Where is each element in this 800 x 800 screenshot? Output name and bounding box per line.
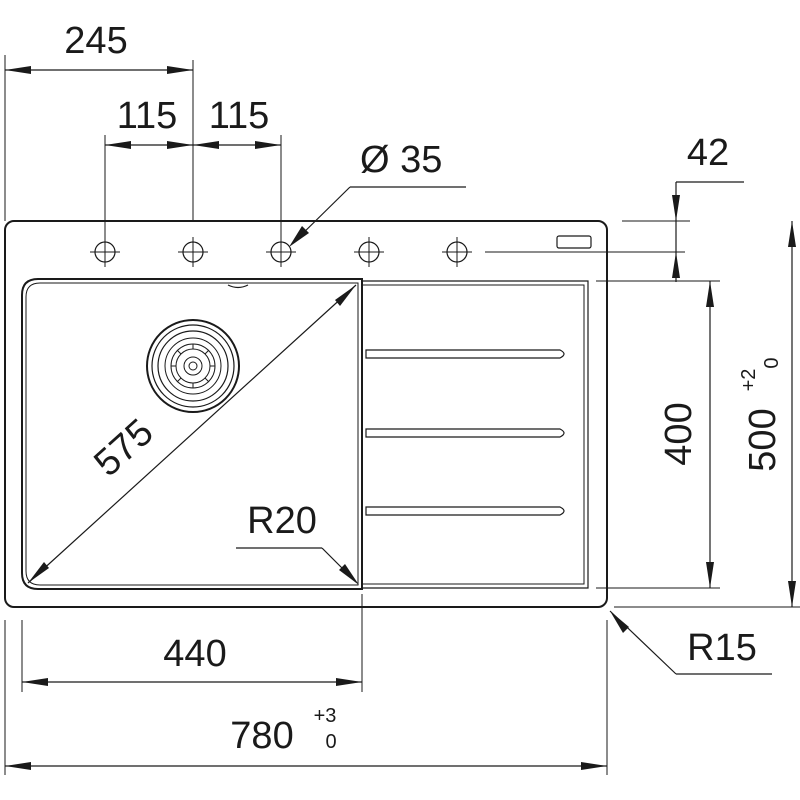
dimension-440: 440 [21,594,363,692]
tap-hole-1 [90,237,120,267]
sink-outline [4,220,608,608]
dimension-575-label: 575 [86,411,161,485]
dimension-r15-label: R15 [687,627,757,669]
tap-hole-4 [354,237,384,267]
drain-strainer [146,319,240,413]
dimension-780: 780 +3 0 [4,620,608,775]
dimension-42: 42 [485,132,744,282]
dimension-780-label: 780 [230,715,293,757]
dimension-500: 500 +2 0 [614,221,800,608]
dimension-hole-diameter-label: Ø 35 [360,139,442,181]
tap-hole-3 [266,237,296,267]
dimension-400-label: 400 [658,402,700,465]
dimension-500-tol-lower: 0 [761,357,783,368]
tap-hole-5 [442,237,472,267]
dimension-115-right-label: 115 [209,95,270,137]
bowl [21,278,363,590]
dimension-42-label: 42 [687,132,729,174]
dimension-440-label: 440 [163,633,226,675]
dimension-780-tol-upper: +3 [314,705,337,727]
dimension-500-tol-upper: +2 [738,369,760,392]
drainer-area [361,280,589,589]
drainer-groove-2 [361,424,565,442]
pop-up-button [556,235,592,249]
dimension-245: 245 [4,20,194,221]
dimension-115-pair: 115 115 [104,95,282,237]
dimension-400: 400 [596,280,720,589]
drainer-groove-1 [361,345,565,363]
dimension-r20: R20 [236,500,359,585]
drainer-groove-3 [361,502,565,520]
dimension-780-tol-lower: 0 [325,731,336,753]
dimension-hole-diameter: Ø 35 [289,139,466,247]
dimension-115-left-label: 115 [117,95,178,137]
tap-hole-2 [178,237,208,267]
dimension-245-label: 245 [64,20,127,62]
dimension-r20-label: R20 [247,500,317,542]
overflow-slot [227,284,249,289]
dimension-r15: R15 [609,610,772,675]
dimension-500-label: 500 [742,408,784,471]
